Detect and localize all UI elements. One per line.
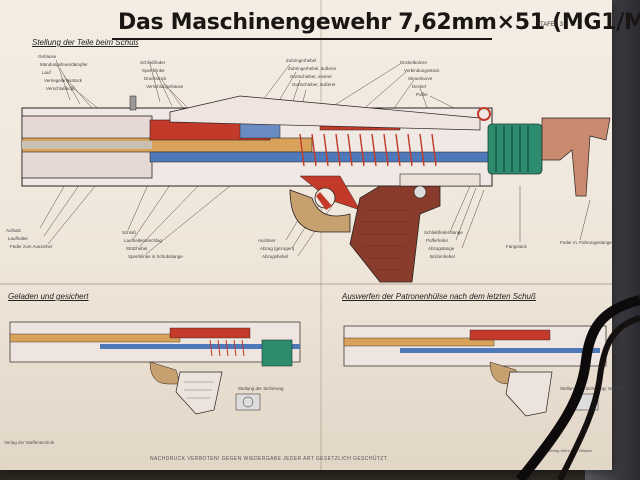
label-kammer: Laufhalteranschlag xyxy=(124,238,163,243)
label-gehaeuse: Gehäuse xyxy=(38,54,57,59)
label-verschluss: Verschlußgehäuse xyxy=(146,84,184,89)
label-zubringer-aussen: Zubringerhebel, äußerer xyxy=(288,66,337,71)
caption-sicherung: Stellung der Sicherung xyxy=(238,386,284,391)
label-vorholer: Verbindungsstück xyxy=(404,68,440,73)
label-schliess-pin: Schließfederstange xyxy=(424,230,463,235)
label-laufhalter: Laufhalter xyxy=(8,236,29,241)
label-schloss: Verschlußkopf xyxy=(46,86,75,91)
trigger-guard xyxy=(289,189,351,233)
label-zubringerhebel: Zubringerhebel xyxy=(286,58,317,63)
label-gurtschieber-aussen: Gurtschieber, äußerer xyxy=(292,82,336,87)
label-gurtschieber-innen: Gurtschieber, innerer xyxy=(290,74,333,79)
label-spring-schaft: Sperrklinke in Schubstange xyxy=(128,254,183,259)
label-steuerkurve: Steuerkurve xyxy=(408,76,433,81)
caption-sicherung-schiessen: Stellung der Sicherung: Schießen xyxy=(560,386,628,391)
poster-fold-vertical xyxy=(320,0,322,470)
label-puffer2: Pufferfeder xyxy=(426,238,449,243)
label-druckstueck: Druckstück xyxy=(144,76,167,81)
label-abzug-gezogen: Abzug (gezogen) xyxy=(260,246,295,251)
ejecting-gun-drawing xyxy=(343,325,607,417)
label-bolzen: Bolzenhebel xyxy=(430,254,455,259)
footer-left-note: Verlag der Waffentechnik xyxy=(4,440,55,445)
label-fangstueck: Fangstück xyxy=(506,244,527,249)
section-heading-loaded: Geladen und gesichert xyxy=(8,292,89,301)
loaded-gun-drawing xyxy=(9,321,301,415)
label-deckelbolzen: Deckelbolzen xyxy=(400,60,428,65)
poster-title: Das Maschinengewehr 7,62mm×51 (MG1/MG2) xyxy=(118,10,640,35)
label-deckel: Deckel xyxy=(412,84,426,89)
main-gun-body xyxy=(21,95,611,283)
label-schloss-part: Schloß xyxy=(122,230,137,235)
technical-poster: Das Maschinengewehr 7,62mm×51 (MG1/MG2) … xyxy=(0,0,640,470)
label-schliessfeder: Schließfeder xyxy=(140,60,166,65)
label-feder-auszieher: Feder zum Auszieher xyxy=(10,244,53,249)
poster-fold-horizontal xyxy=(0,283,612,285)
label-lauf: Lauf xyxy=(42,70,51,75)
label-buffer-spring: Feder m. Führungsstange xyxy=(560,240,612,245)
label-hebel: Stützhebel xyxy=(126,246,148,251)
label-ausloeser: Auslöser xyxy=(258,238,276,243)
title-underline xyxy=(112,38,492,40)
section-heading-main: Stellung der Teile beim Schuß xyxy=(32,38,139,47)
label-aufsatz: Aufsatz xyxy=(6,228,22,233)
plate-number: TAFEL 3 xyxy=(540,22,564,28)
label-abzugstange: Abzugstange xyxy=(428,246,455,251)
machine-gun-cutaway-drawing xyxy=(9,59,611,417)
label-verriegel: Verriegelungsstück xyxy=(44,78,83,83)
label-puffer: Puffer xyxy=(416,92,428,97)
recoil-spring xyxy=(299,133,437,167)
section-heading-eject: Auswerfen der Patronenhülse nach dem let… xyxy=(342,292,536,301)
footer-copyright: NACHDRUCK VERBOTEN! GEGEN WIEDERGABE JED… xyxy=(150,456,388,462)
label-abzugshebel: Abzugshebel xyxy=(262,254,289,259)
footer-right-note: Verlag Wehr und Wissen xyxy=(548,448,592,453)
label-laufmantel: Mündungsfeuerdämpfer xyxy=(40,62,88,67)
label-sperrklinke: Sperrklinke xyxy=(142,68,165,73)
